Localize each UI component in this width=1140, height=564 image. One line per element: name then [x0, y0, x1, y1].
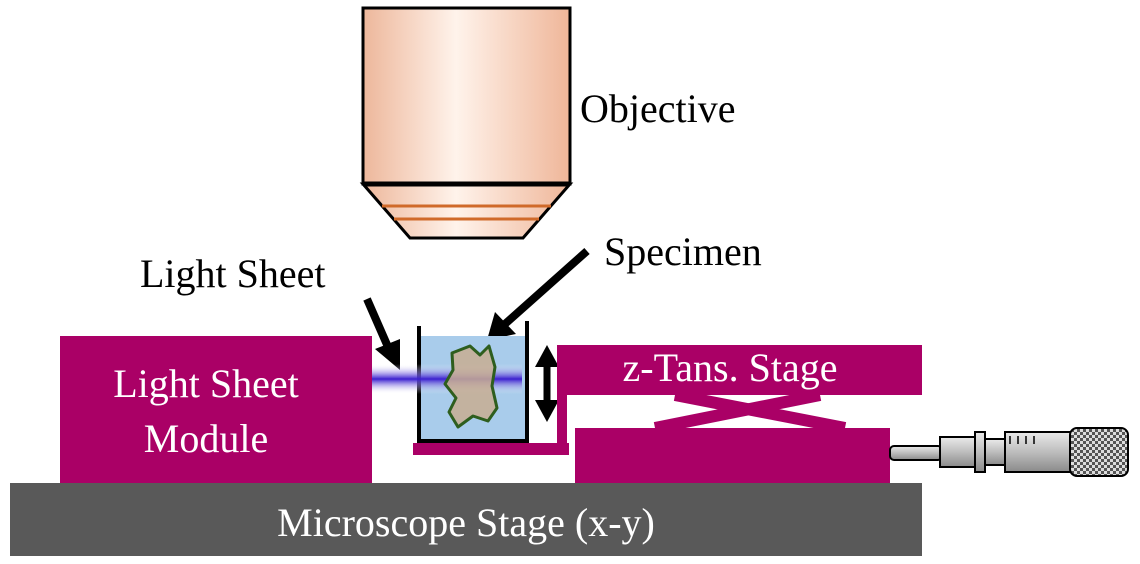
light-sheet-module: [60, 336, 372, 483]
scissor-arm-2: [673, 389, 847, 434]
specimen-holder-plate: [413, 443, 569, 455]
objective-label: Objective: [580, 86, 736, 131]
z-stage-bottom: [575, 428, 890, 483]
z-motion-arrow: [535, 345, 559, 422]
light-sheet-arrow: [363, 297, 400, 370]
micrometer-screw-icon: [889, 427, 1129, 477]
z-stage-label: z-Tans. Stage: [623, 345, 838, 390]
objective: [359, 6, 574, 240]
z-translation-stage: [566, 345, 922, 483]
light-sheet-label: Light Sheet: [140, 251, 326, 296]
z-stage-top: [566, 345, 922, 395]
light-sheet-module-label-line1: Light Sheet: [113, 361, 299, 406]
microscope-stage-label: Microscope Stage (x-y): [277, 500, 655, 545]
light-sheet-module-label-line2: Module: [144, 416, 268, 461]
specimen-label: Specimen: [604, 229, 762, 274]
specimen-arrow: [487, 248, 590, 340]
microscope-stage: [10, 483, 922, 556]
specimen-shape: [443, 344, 499, 429]
objective-barrel: [361, 6, 572, 186]
objective-tip: [359, 182, 574, 240]
